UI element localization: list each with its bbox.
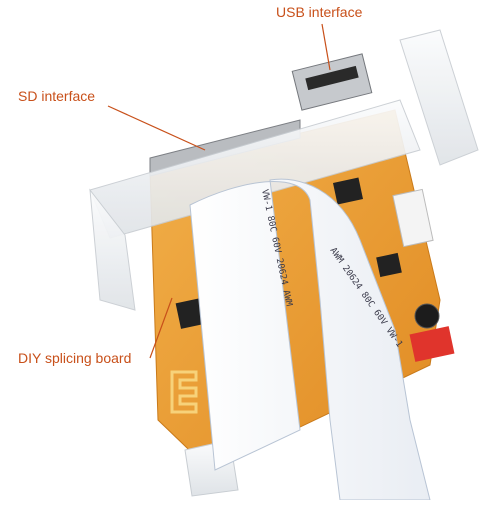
red-connector xyxy=(409,326,455,362)
usb-leader-line xyxy=(321,23,331,71)
acrylic-frame-right xyxy=(399,29,479,166)
diy-leader-line xyxy=(149,297,173,359)
diy-splicing-board-label: DIY splicing board xyxy=(18,350,132,366)
white-connector xyxy=(392,188,434,248)
ic-chip xyxy=(332,177,364,205)
sd-leader-line xyxy=(107,105,206,151)
ribbon-cable xyxy=(189,178,431,501)
sd-interface-label: SD interface xyxy=(18,88,96,104)
ic-chip xyxy=(376,252,402,278)
usb-interface-label: USB interface xyxy=(276,4,363,20)
usb-port-slot xyxy=(305,65,359,91)
acrylic-frame-left xyxy=(89,188,136,311)
capacitor xyxy=(414,303,440,329)
bluetooth-antenna xyxy=(170,370,198,414)
